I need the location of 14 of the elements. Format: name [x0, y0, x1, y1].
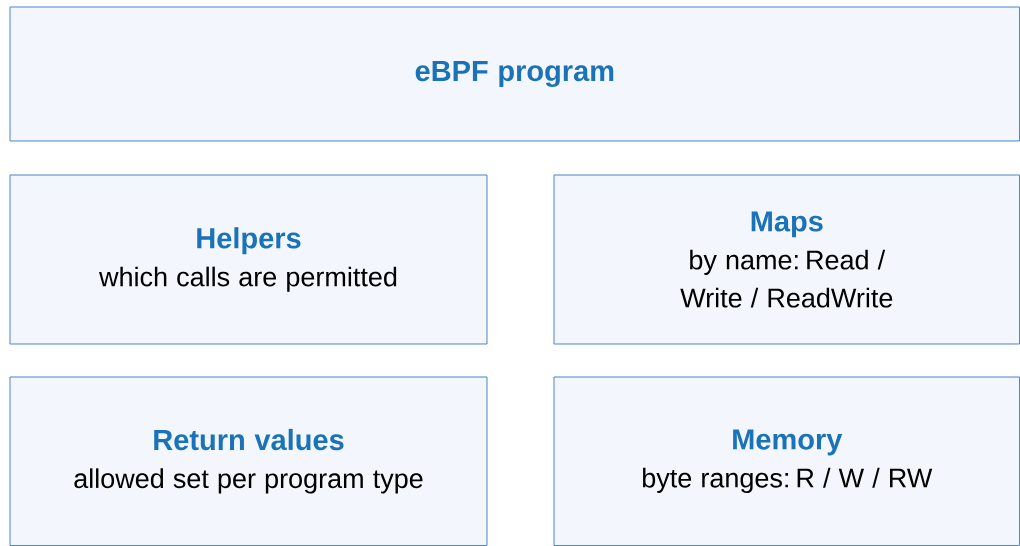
- box-text: which calls are permitted: [99, 266, 397, 292]
- box: [553, 174, 1020, 345]
- box-heading: Return values: [154, 428, 344, 451]
- box: [9, 376, 488, 546]
- box-text: by name: Read / Write / ReadWrite: [680, 249, 893, 308]
- box-text: allowed set per program type: [74, 468, 423, 494]
- box-heading: eBPF program: [415, 60, 614, 88]
- box: [9, 174, 488, 345]
- box-text: byte ranges: R / W / RW: [643, 467, 933, 493]
- box: [553, 376, 1020, 546]
- box: [9, 6, 1020, 142]
- box-heading: Helpers: [197, 227, 301, 255]
- box-heading: Maps: [751, 211, 823, 238]
- box-heading: Memory: [733, 429, 843, 456]
